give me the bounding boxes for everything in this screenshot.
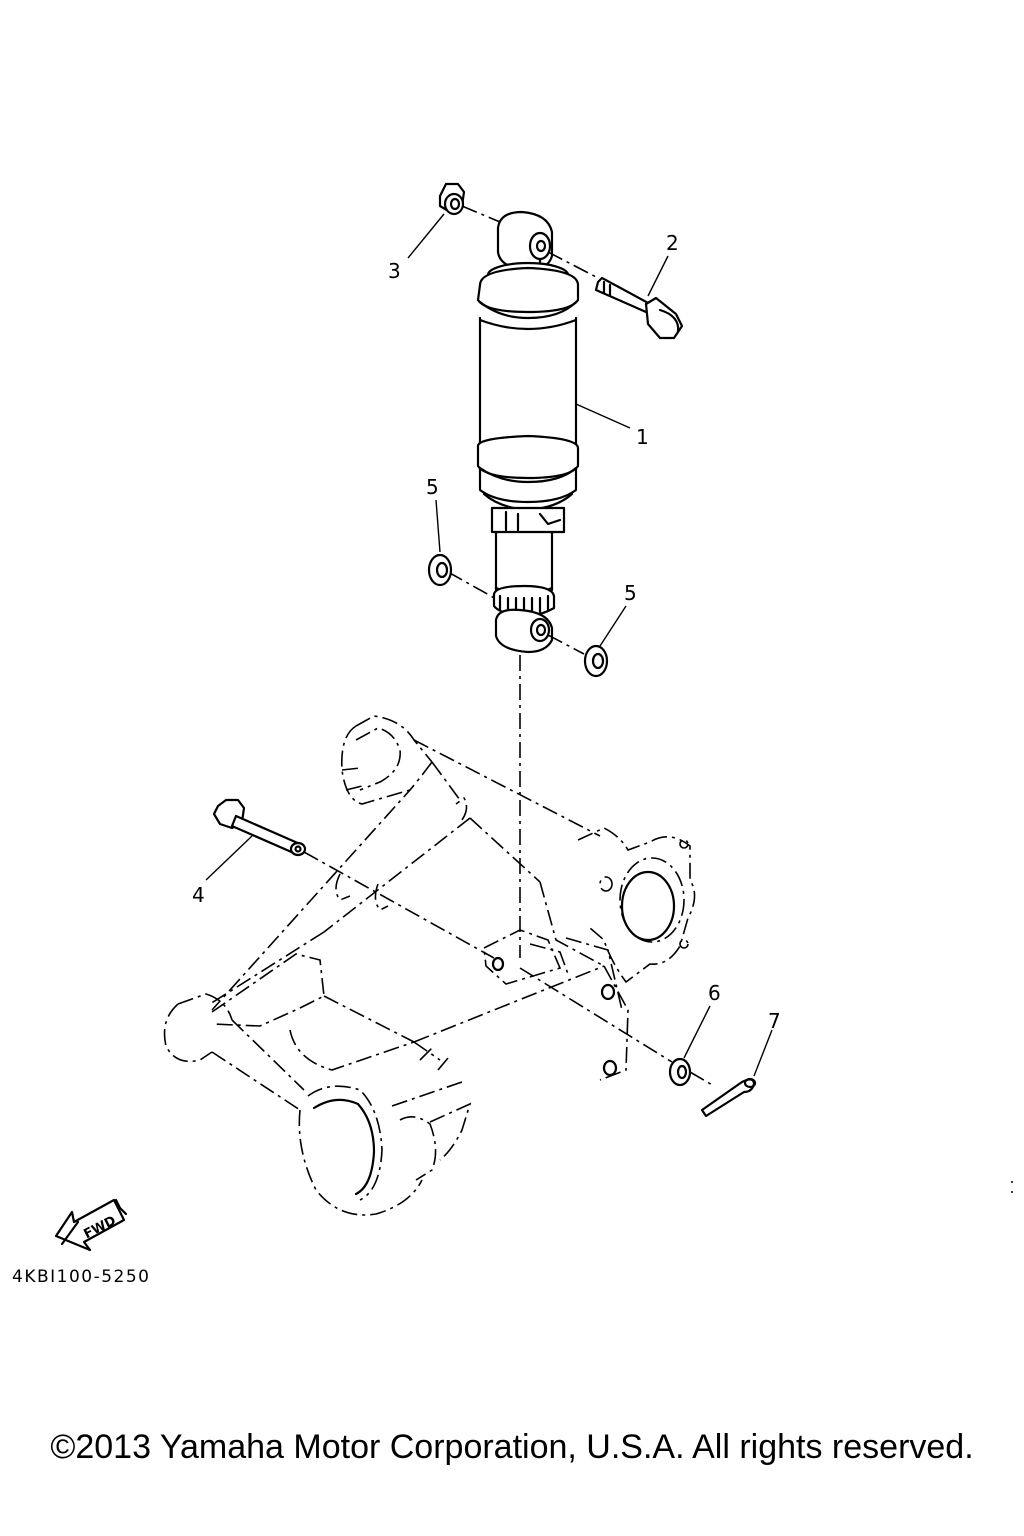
callout-6: 6: [708, 981, 721, 1005]
cotter-pin: [700, 1077, 757, 1118]
callout-5-upper: 5: [426, 475, 439, 499]
bolt: [594, 276, 684, 340]
callout-7: 7: [768, 1009, 781, 1033]
callout-5-lower: 5: [624, 581, 637, 605]
callout-1: 1: [636, 425, 649, 449]
callout-4: 4: [192, 883, 205, 907]
swingarm: [163, 715, 696, 1216]
shock-absorber: [476, 210, 580, 654]
diagram-code: 4KBI100-5250: [12, 1267, 151, 1287]
washer-6: [668, 1057, 692, 1087]
leader-lines: [205, 213, 773, 1077]
flange-nut: [438, 182, 466, 216]
washer-upper: [427, 553, 453, 587]
washer-lower: [583, 644, 609, 678]
callout-3: 3: [388, 259, 401, 283]
pivot-bolt: [212, 798, 307, 857]
callout-2: 2: [666, 231, 679, 255]
fwd-arrow-icon: FWD: [54, 1198, 128, 1252]
copyright-notice: ©2013 Yamaha Motor Corporation, U.S.A. A…: [50, 1428, 974, 1466]
